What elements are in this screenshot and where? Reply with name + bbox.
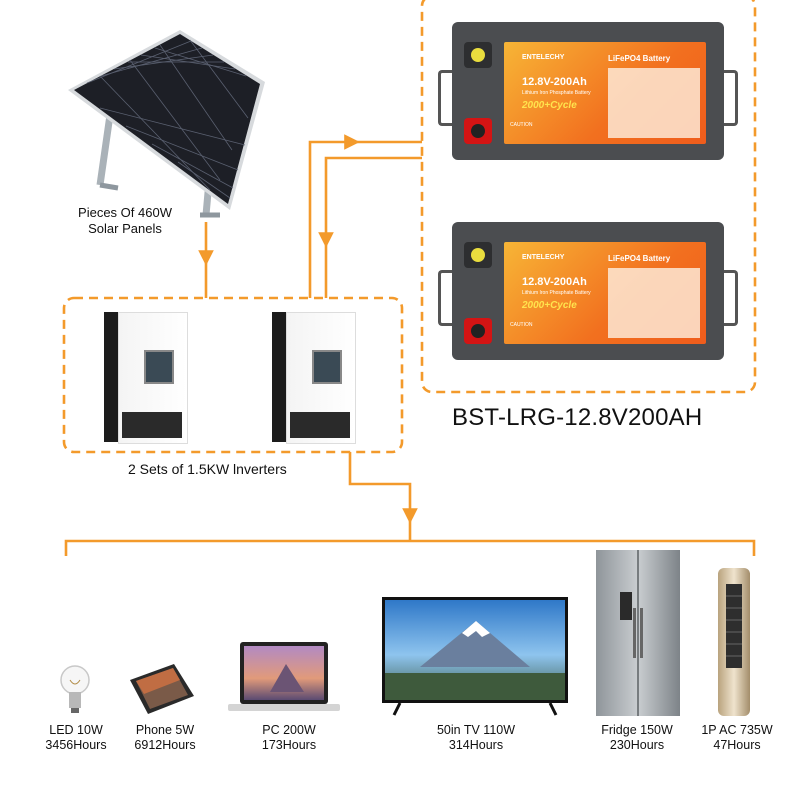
load-hours: 6912Hours (134, 738, 196, 752)
battery-spec: 12.8V-200Ah (522, 276, 587, 288)
inverter-display (144, 350, 174, 384)
battery-to-inverter-line (318, 156, 422, 248)
load-tv: 50in TV 110W 314Hours (421, 723, 531, 753)
ac-icon (718, 568, 750, 716)
load-hours: 173Hours (261, 738, 317, 752)
load-name: Phone 5W (135, 723, 195, 737)
battery-type: LiFePO4 Battery (608, 254, 671, 263)
battery-negative-terminal (464, 318, 492, 344)
battery-brand: ENTELECHY (522, 254, 565, 261)
solar-label-line2: Solar Panels (88, 221, 162, 236)
battery-group-box (420, 0, 757, 394)
load-phone: Phone 5W 6912Hours (110, 723, 220, 753)
load-pc: PC 200W 173Hours (234, 723, 344, 753)
load-fridge: Fridge 150W 230Hours (582, 723, 692, 753)
inverter-label: 2 Sets of 1.5KW lnverters (128, 461, 287, 477)
solar-panel-label: Pieces Of 460W Solar Panels (60, 205, 190, 237)
load-hours: 314Hours (448, 738, 504, 752)
load-hours: 47Hours (713, 738, 761, 752)
inverter-1 (104, 312, 188, 444)
battery-caution: CAUTION (510, 322, 533, 328)
battery-brand: ENTELECHY (522, 54, 565, 61)
bulb-icon (60, 665, 90, 713)
battery-positive-terminal (464, 242, 492, 268)
battery-handle-left (438, 70, 455, 126)
battery-spec-table (608, 268, 700, 338)
load-hours: 230Hours (609, 738, 665, 752)
load-hours: 3456Hours (45, 738, 107, 752)
laptop-icon (228, 642, 340, 711)
battery-model-label: BST-LRG-12.8V200AH (452, 404, 703, 431)
battery-cycles: 2000+Cycle (522, 300, 577, 311)
battery-spec: 12.8V-200Ah (522, 76, 587, 88)
battery-spec-table (608, 68, 700, 138)
battery-handle-right (721, 70, 738, 126)
battery-unit-1: ENTELECHY LiFePO4 Battery 12.8V-200Ah Li… (438, 22, 738, 162)
tv-icon (382, 597, 568, 716)
solar-label-line1: Pieces Of 460W (78, 205, 172, 220)
battery-chemistry: Lithium Iron Phosphate Battery (522, 90, 591, 96)
battery-handle-left (438, 270, 455, 326)
battery-unit-2: ENTELECHY LiFePO4 Battery 12.8V-200Ah Li… (438, 222, 738, 362)
load-name: PC 200W (262, 723, 316, 737)
battery-handle-right (721, 270, 738, 326)
inverter-to-loads-line (348, 452, 418, 524)
solar-panel-icon (68, 30, 265, 218)
battery-chemistry: Lithium Iron Phosphate Battery (522, 290, 591, 296)
battery-negative-terminal (464, 118, 492, 144)
load-led: LED 10W 3456Hours (21, 723, 131, 753)
inverter-control-panel (122, 412, 182, 438)
battery-label-panel: ENTELECHY LiFePO4 Battery 12.8V-200Ah Li… (504, 42, 706, 144)
load-name: 1P AC 735W (701, 723, 773, 737)
load-name: 50in TV 110W (436, 723, 516, 737)
inverter-group-box (62, 296, 404, 454)
inverter-2 (272, 312, 356, 444)
battery-caution: CAUTION (510, 122, 533, 128)
load-name: LED 10W (49, 723, 103, 737)
battery-cycles: 2000+Cycle (522, 100, 577, 111)
fridge-icon (596, 550, 680, 716)
inverter-to-battery-line (308, 134, 360, 298)
battery-label-panel: ENTELECHY LiFePO4 Battery 12.8V-200Ah Li… (504, 242, 706, 344)
battery-positive-terminal (464, 42, 492, 68)
load-name: Fridge 150W (601, 723, 673, 737)
load-ac: 1P AC 735W 47Hours (682, 723, 792, 753)
battery-type: LiFePO4 Battery (608, 54, 671, 63)
inverter-display (312, 350, 342, 384)
inverter-control-panel (290, 412, 350, 438)
phone-icon (130, 664, 194, 714)
load-bus-line (64, 539, 756, 556)
